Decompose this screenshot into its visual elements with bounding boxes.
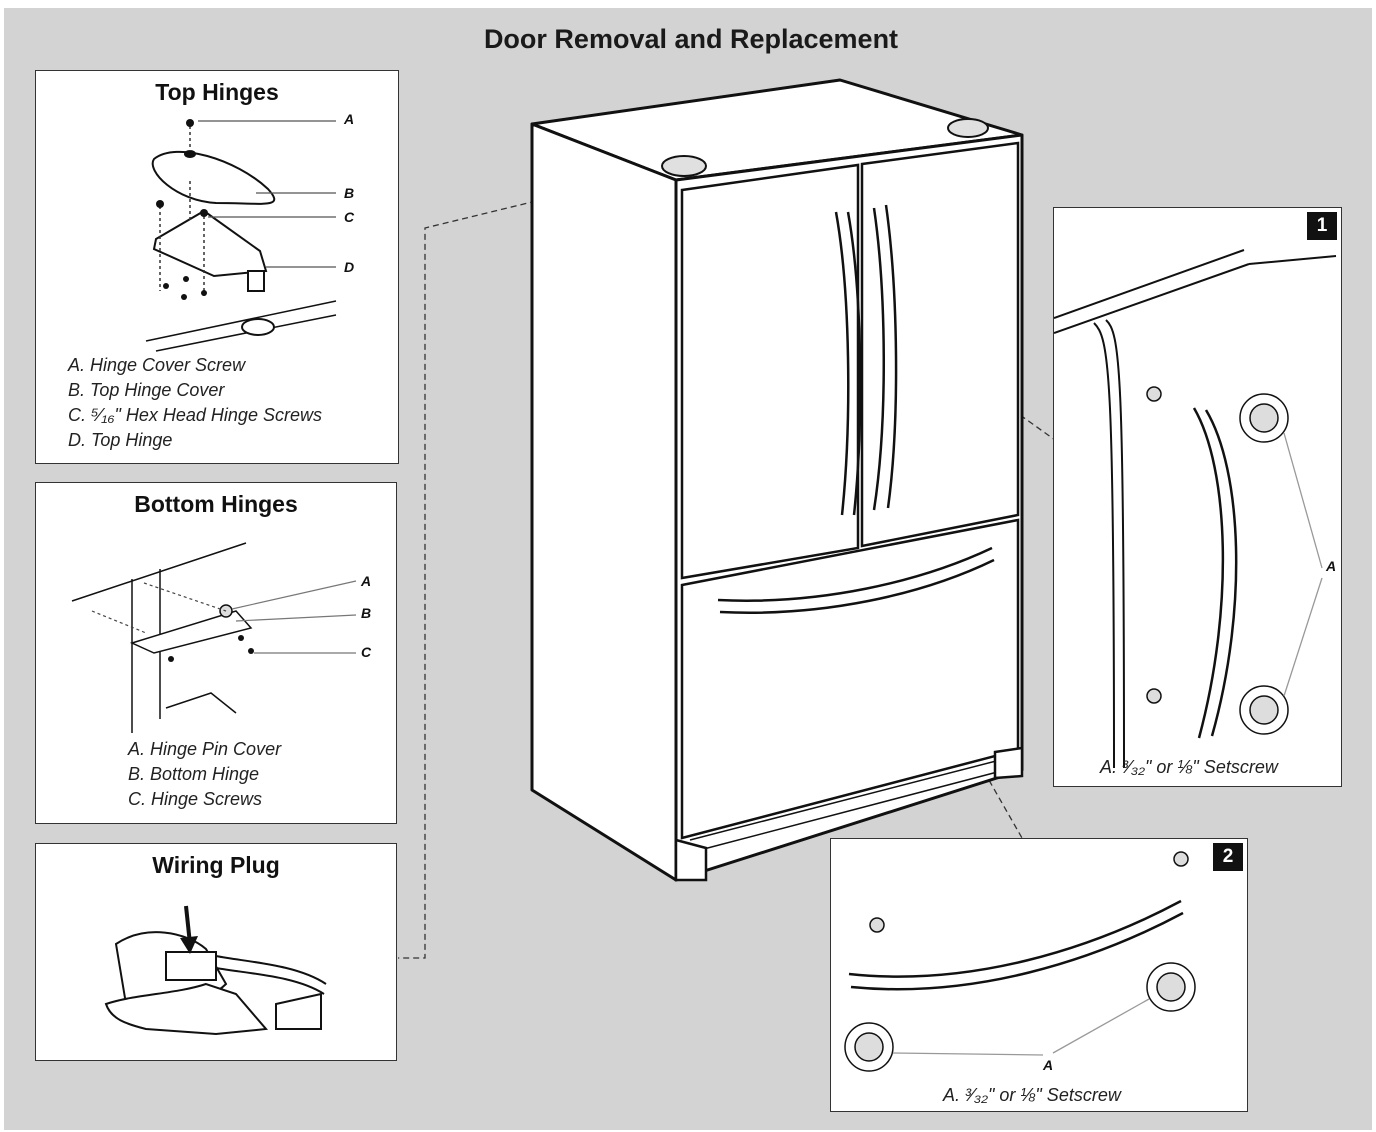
top-hinge-cover-right	[947, 118, 989, 138]
drawer-handle-bar	[848, 899, 1184, 991]
wiring-plug-title: Wiring Plug	[152, 852, 280, 878]
legend-item: C. ⁵⁄₁₆" Hex Head Hinge Screws	[68, 405, 322, 425]
step1-badge: 1	[1307, 212, 1337, 240]
top-callout-c: C	[344, 209, 355, 225]
bottom-hinge-drawing	[71, 542, 357, 733]
top-hinge-plate	[152, 209, 268, 278]
legend-item: B. Top Hinge Cover	[68, 380, 225, 400]
page-title: Door Removal and Replacement	[483, 24, 899, 54]
screw-hole	[184, 150, 196, 158]
wiring-plug-drawing	[104, 905, 327, 1036]
legend-item: B. Bottom Hinge	[128, 764, 260, 784]
top-hinge-cover-shape	[151, 150, 276, 205]
legend-item: A. Hinge Cover Screw	[68, 355, 246, 375]
leader-line-step2	[884, 597, 1023, 839]
cabinet-base	[165, 692, 237, 714]
top-hinges-title: Top Hinges	[155, 79, 279, 105]
wiring-plug-panel: Wiring Plug	[35, 843, 397, 1061]
grille	[689, 759, 1006, 851]
plug-housing	[275, 992, 322, 1030]
plug-connector	[165, 951, 217, 981]
bottom-hinges-title: Bottom Hinges	[134, 491, 298, 517]
door-top-right	[1248, 255, 1337, 265]
hinge-socket	[241, 318, 275, 336]
screw-bottom	[1146, 688, 1162, 704]
top-hinges-panel: Top Hinges A B C D A. Hinge	[35, 70, 399, 464]
right-door-handle	[872, 204, 898, 511]
legend-item: A. Hinge Pin Cover	[128, 739, 282, 759]
bottom-hinge-plate	[129, 610, 253, 654]
door-side-edge	[1093, 319, 1125, 769]
left-door-handle	[834, 211, 862, 516]
step2-caption: A. ³⁄₃₂" or ⅛" Setscrew	[943, 1085, 1121, 1105]
top-hinge-cover-left	[661, 155, 707, 177]
top-callout-b: B	[344, 185, 355, 201]
top-callout-d: D	[344, 259, 355, 275]
fridge-body	[530, 78, 1024, 882]
step2-badge: 2	[1213, 843, 1243, 871]
right-door	[860, 141, 1020, 548]
legend-item: C. Hinge Screws	[128, 789, 263, 809]
top-hinge-drawing	[145, 119, 337, 352]
step2-drawing	[844, 851, 1196, 1072]
wires	[215, 955, 327, 995]
bottom-callout-a: A	[361, 573, 372, 589]
step2-callout-a: A	[1043, 1057, 1054, 1073]
handle-bar	[1192, 407, 1238, 739]
bottom-callout-b: B	[361, 605, 372, 621]
top-hinge-covers	[661, 118, 989, 177]
hinge-pin	[247, 270, 265, 292]
step1-callout-a: A	[1326, 558, 1337, 574]
drawer-handle	[717, 546, 995, 614]
top-callout-a: A	[344, 111, 355, 127]
step1-caption: A. ³⁄₃₂" or ⅛" Setscrew	[1100, 757, 1278, 777]
screw-top	[1146, 386, 1162, 402]
legend-item: D. Top Hinge	[68, 430, 173, 450]
fridge-feet	[674, 746, 1024, 882]
arrow-icon	[180, 936, 198, 954]
bottom-hinges-legend: A. Hinge Pin Cover B. Bottom Hinge C. Hi…	[128, 737, 281, 812]
step1-drawing	[1054, 249, 1337, 769]
screw-right	[1173, 851, 1189, 867]
bottom-hinges-panel: Bottom Hinges A B C A. Hinge Pin Cover B…	[35, 482, 397, 824]
door-bottom-edge	[71, 542, 247, 602]
bottom-callout-c: C	[361, 644, 372, 660]
step2-panel: 2 A A. ³⁄₃₂" or ⅛" Setscrew	[830, 838, 1248, 1112]
left-door	[680, 163, 860, 580]
top-hinges-legend: A. Hinge Cover Screw B. Top Hinge Cover …	[68, 353, 322, 453]
fridge-front-details	[680, 141, 1020, 851]
fingers	[104, 982, 269, 1036]
door-top-edge	[1054, 249, 1250, 334]
step1-panel: 1 A A. ³⁄₃₂" or ⅛" Setscrew	[1053, 207, 1342, 787]
screw-left	[869, 917, 885, 933]
cabinet-top	[145, 300, 337, 352]
